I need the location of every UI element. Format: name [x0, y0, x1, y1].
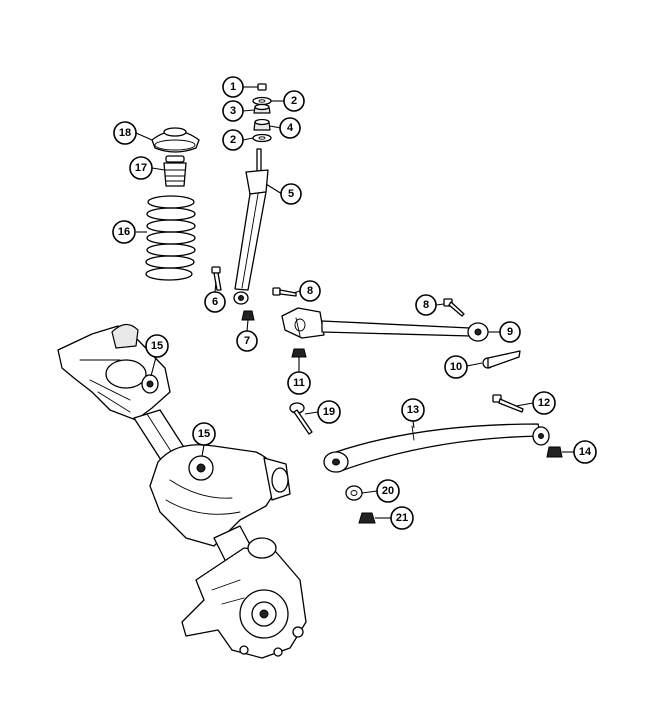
leader-lines	[135, 86, 574, 519]
callout-label: 7	[244, 335, 250, 347]
callout-15-lower: 15	[192, 422, 216, 446]
callout-label: 13	[407, 404, 419, 416]
callout-1: 1	[222, 76, 244, 98]
callout-label: 3	[230, 105, 236, 117]
callout-9: 9	[499, 321, 521, 343]
callout-label: 8	[307, 285, 313, 297]
callout-2a: 2	[283, 90, 305, 112]
lower-arm-nut	[546, 446, 563, 458]
callout-15-upper: 15	[145, 334, 169, 358]
shock-top-hardware	[252, 83, 272, 143]
callout-8b: 8	[415, 294, 437, 316]
callout-label: 14	[579, 446, 592, 458]
shock-lower-nut	[241, 310, 255, 321]
callout-11: 11	[287, 371, 311, 395]
callout-label: 18	[119, 127, 131, 139]
callout-label: 9	[507, 326, 513, 338]
cam-bolt	[289, 402, 313, 435]
callout-21: 21	[390, 506, 414, 530]
front-axle-assembly	[57, 323, 307, 659]
callout-label: 5	[288, 188, 294, 200]
track-bar-sleeve	[482, 350, 521, 369]
shock-lower-bolt	[211, 266, 222, 291]
callout-label: 15	[151, 340, 163, 352]
callout-6: 6	[204, 291, 226, 313]
track-bar-bolt-right	[443, 298, 465, 317]
callout-17: 17	[129, 156, 153, 180]
callout-2b: 2	[222, 129, 244, 151]
callout-7: 7	[236, 330, 258, 352]
callout-13: 13	[401, 398, 425, 422]
callout-label: 21	[396, 512, 408, 524]
callout-label: 2	[230, 134, 236, 146]
callout-label: 17	[135, 162, 147, 174]
track-bar-bolt-left	[272, 287, 297, 297]
lower-control-arm	[323, 423, 550, 473]
coil-spring	[145, 195, 196, 281]
callout-19: 19	[317, 400, 341, 424]
callout-label: 2	[291, 95, 297, 107]
callout-label: 19	[323, 406, 335, 418]
callout-20: 20	[376, 479, 400, 503]
callout-14: 14	[573, 440, 597, 464]
callout-16: 16	[112, 220, 136, 244]
track-bar	[281, 307, 489, 342]
callout-10: 10	[444, 355, 468, 379]
callout-18: 18	[113, 121, 137, 145]
callout-label: 20	[382, 485, 394, 497]
callout-label: 6	[212, 296, 218, 308]
callout-3: 3	[222, 100, 244, 122]
callout-label: 12	[538, 397, 550, 409]
callout-12: 12	[532, 391, 556, 415]
track-bar-nut	[291, 348, 307, 358]
shock-absorber	[233, 148, 269, 305]
lower-arm-bolt	[492, 394, 524, 413]
callout-label: 10	[450, 361, 462, 373]
callout-4: 4	[279, 117, 301, 139]
callout-label: 8	[423, 299, 429, 311]
callout-label: 16	[118, 226, 130, 238]
callout-label: 15	[198, 428, 210, 440]
cam-nut	[358, 512, 376, 524]
callout-label: 1	[230, 81, 236, 93]
callout-8a: 8	[299, 280, 321, 302]
jounce-bumper	[163, 155, 187, 187]
cam-washer	[345, 485, 363, 501]
callout-5: 5	[280, 183, 302, 205]
upper-spring-isolator	[151, 127, 200, 153]
callout-label: 4	[287, 122, 294, 134]
callout-label: 11	[293, 377, 305, 389]
